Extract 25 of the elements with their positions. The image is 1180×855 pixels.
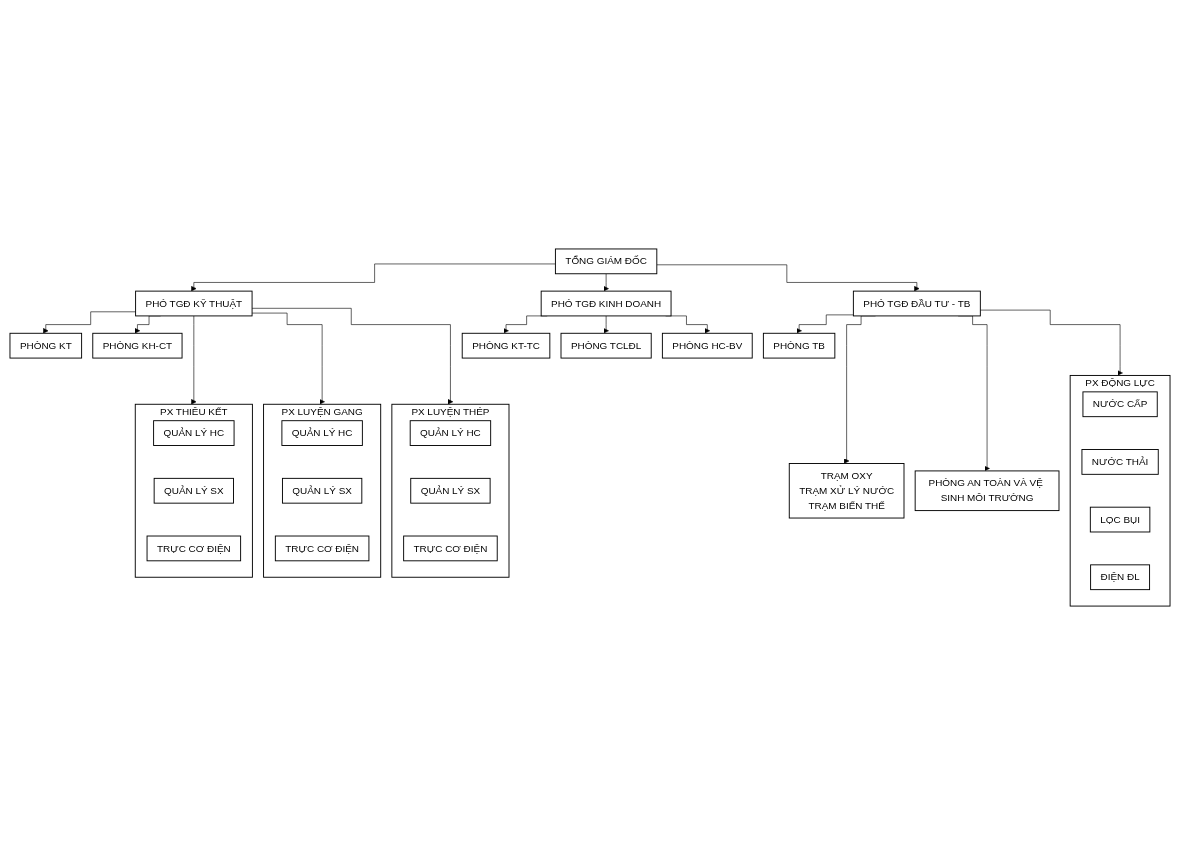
node-box: NƯỚC CẤP [1082,391,1158,418]
node-box: TRỰC CƠ ĐIỆN [403,535,498,562]
node-box: QUẢN LÝ SX [281,477,363,504]
node-box: PHÒNG KT-TC [461,332,551,359]
node-box: NƯỚC THẢI [1081,449,1159,475]
node-box: PHÒNG HC-BV [661,332,753,359]
node-box: PHÒNG TB [762,332,836,359]
node-box: TRỰC CƠ ĐIỆN [146,535,242,562]
node-box: LỌC BỤI [1089,506,1151,533]
node-box: TRẠM OXY TRẠM XỬ LÝ NƯỚC TRẠM BIẾN THẾ [788,463,905,519]
node-box: QUẢN LÝ SX [153,477,234,504]
node-box: PHÒNG AN TOÀN VÀ VỆ SINH MÔI TRƯỜNG [914,470,1060,512]
node-box: PHÒNG KT [9,332,83,359]
node-box: TRỰC CƠ ĐIỆN [274,535,370,562]
node-box: TỔNG GIÁM ĐỐC [554,248,658,275]
node-box: PHÓ TGĐ ĐẦU TƯ - TB [852,290,981,317]
node-box: ĐIỆN ĐL [1090,564,1151,591]
node-box: QUẢN LÝ SX [410,477,491,504]
node-box: PHÓ TGĐ KINH DOANH [540,290,672,317]
node-box: QUẢN LÝ HC [409,420,492,446]
node-box: QUẢN LÝ HC [281,420,363,446]
node-box: PHÓ TGĐ KỸ THUẬT [135,290,253,317]
node-box: PHÒNG KH-CT [92,332,183,359]
node-box: QUẢN LÝ HC [153,420,235,446]
node-box: PHÒNG TCLĐL [560,332,652,359]
